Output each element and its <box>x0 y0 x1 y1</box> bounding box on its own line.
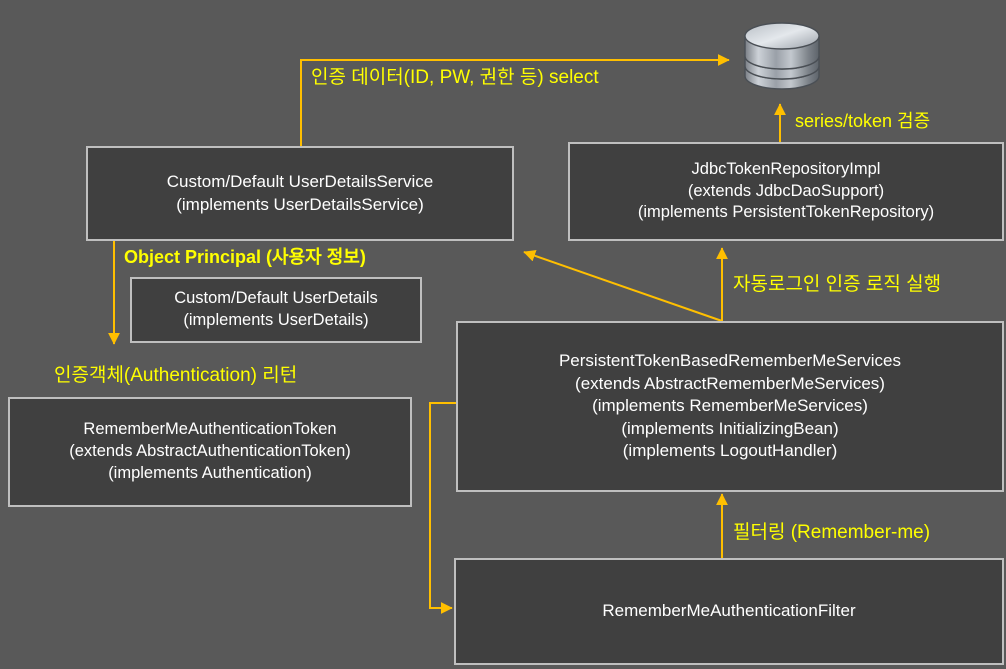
node-line: (extends AbstractAuthenticationToken) <box>69 442 351 461</box>
node-line: (implements Authentication) <box>108 463 312 482</box>
node-line: PersistentTokenBasedRememberMeServices <box>558 350 902 370</box>
node-line: Custom/Default UserDetails <box>174 289 378 308</box>
node-line: RememberMeAuthenticationFilter <box>602 601 856 621</box>
edge-label-select-data: 인증 데이터(ID, PW, 권한 등) select <box>311 67 599 88</box>
node-user-details[interactable]: Custom/Default UserDetails (implements U… <box>130 277 422 343</box>
node-line: (implements LogoutHandler) <box>622 441 838 461</box>
edge-label-auto-login-logic: 자동로그인 인증 로직 실행 <box>733 274 942 295</box>
node-line: JdbcTokenRepositoryImpl <box>691 159 881 178</box>
arrow-remembermeservices-to-filter <box>429 402 456 614</box>
node-line: (implements PersistentTokenRepository) <box>637 203 935 222</box>
database-cylinder-icon <box>744 22 820 90</box>
node-remember-me-authentication-token[interactable]: RememberMeAuthenticationToken (extends A… <box>8 397 412 507</box>
node-persistent-token-based-remember-me-services[interactable]: PersistentTokenBasedRememberMeServices (… <box>456 321 1004 492</box>
node-user-details-service[interactable]: Custom/Default UserDetailsService (imple… <box>86 146 514 241</box>
node-line: RememberMeAuthenticationToken <box>83 420 337 439</box>
node-line: (extends JdbcDaoSupport) <box>687 181 885 200</box>
node-remember-me-authentication-filter[interactable]: RememberMeAuthenticationFilter <box>454 558 1004 665</box>
node-jdbc-token-repository[interactable]: JdbcTokenRepositoryImpl (extends JdbcDao… <box>568 142 1004 241</box>
arrow-remembermeservices-to-userdetailsservice <box>523 250 723 322</box>
node-line: (extends AbstractRememberMeServices) <box>575 373 885 393</box>
node-line: Custom/Default UserDetailsService <box>166 171 434 191</box>
node-line: (implements RememberMeServices) <box>592 396 868 416</box>
edge-label-series-token-verify: series/token 검증 <box>795 111 931 131</box>
edge-label-authentication-return: 인증객체(Authentication) 리턴 <box>54 365 298 386</box>
node-line: (implements UserDetailsService) <box>176 194 424 214</box>
edge-label-object-principal: Object Principal (사용자 정보) <box>124 247 366 267</box>
node-line: (implements UserDetails) <box>183 311 369 329</box>
edge-label-filtering-remember-me: 필터링 (Remember-me) <box>733 522 931 543</box>
node-line: (implements InitializingBean) <box>621 418 839 438</box>
